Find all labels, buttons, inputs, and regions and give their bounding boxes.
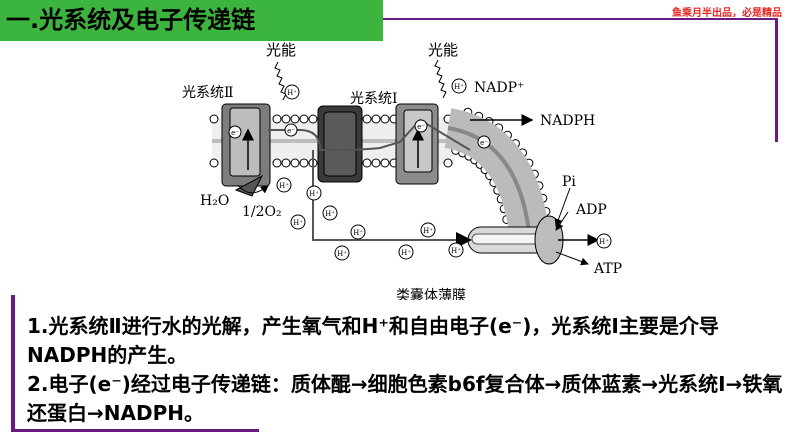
atp-synthase — [443, 108, 600, 265]
cytochrome-b6f — [317, 105, 363, 183]
label-oxygen: 1/2O₂ — [242, 204, 282, 220]
proton-marker — [448, 242, 464, 258]
proton-marker — [350, 224, 366, 240]
membrane-bead — [272, 114, 282, 124]
membrane-bead — [281, 158, 291, 168]
proton-marker-label: H⁺ — [287, 89, 297, 97]
electron-marker-4: e⁻ — [480, 139, 488, 147]
proton-marker-label: H⁺ — [337, 250, 347, 258]
section-title: 一.光系统及电子传递链 — [6, 6, 256, 34]
membrane-bead — [299, 158, 309, 168]
membrane-bead — [299, 114, 309, 124]
proton-marker-label: H⁺ — [599, 238, 609, 246]
brand-slogan: 鱼乘月半出品，必是精品 — [672, 8, 782, 19]
proton-marker — [451, 78, 467, 94]
proton-marker — [322, 205, 338, 221]
frame-line-bottom — [11, 429, 259, 432]
photosystem-diagram: H⁺H⁺H⁺H⁺H⁺H⁺H⁺H⁺H⁺H⁺H⁺H⁺ e⁻ e⁻ e⁻ e⁻ 光能 … — [182, 41, 622, 300]
label-photosystem-ii: 光系统Ⅱ — [182, 85, 234, 101]
note-1: 1.光系统Ⅱ进行水的光解，产生氧气和H⁺和自由电子(e⁻)，光系统Ⅰ主要是介导N… — [27, 314, 719, 367]
label-membrane: 类囊体薄膜 — [396, 287, 466, 300]
light-wave-left — [274, 61, 287, 101]
electron-marker-1: e⁻ — [231, 129, 239, 137]
proton-marker — [420, 222, 436, 238]
membrane-bead — [443, 158, 453, 168]
proton-marker — [306, 185, 322, 201]
proton-marker — [284, 84, 300, 100]
proton-marker-label: H⁺ — [451, 247, 461, 255]
frame-line-top — [383, 18, 777, 20]
membrane-bead — [290, 114, 300, 124]
photosystem-ii — [221, 103, 271, 197]
label-photosystem-i: 光系统Ⅰ — [350, 91, 398, 107]
membrane-bead — [362, 158, 372, 168]
proton-flow — [312, 150, 472, 248]
membrane-bead — [380, 114, 390, 124]
water-split-arrow — [237, 184, 269, 194]
proton-marker-label: H⁺ — [401, 249, 411, 257]
proton-marker-label: H⁺ — [309, 190, 319, 198]
membrane-bead — [371, 114, 381, 124]
proton-marker — [276, 177, 292, 193]
label-atp: ATP — [593, 261, 622, 277]
electron-markers: e⁻ e⁻ e⁻ e⁻ — [228, 119, 491, 149]
proton-marker-label: H⁺ — [293, 219, 303, 227]
proton-marker — [596, 233, 612, 249]
membrane-bead — [371, 158, 381, 168]
proton-marker-label: H⁺ — [279, 182, 289, 190]
proton-marker-label: H⁺ — [454, 83, 464, 91]
label-pi: Pi — [562, 174, 576, 190]
label-nadph: NADPH — [540, 113, 595, 129]
label-adp: ADP — [575, 202, 607, 218]
label-light-right: 光能 — [428, 41, 458, 59]
proton-marker — [290, 214, 306, 230]
frame-line-right — [775, 18, 778, 142]
label-water: H₂O — [200, 193, 229, 209]
proton-marker-label: H⁺ — [353, 229, 363, 237]
membrane-bead — [281, 114, 291, 124]
proton-markers: H⁺ H⁺ H⁺ H⁺ H⁺ H⁺ H⁺ H⁺ H⁺ H⁺ H⁺ H⁺ — [276, 78, 612, 261]
label-nadp-plus: NADP⁺ — [474, 80, 524, 96]
proton-marker-label: H⁺ — [325, 210, 335, 218]
electron-marker-3: e⁻ — [417, 123, 425, 131]
membrane-bead — [362, 114, 372, 124]
proton-marker — [398, 244, 414, 260]
light-wave-right — [434, 59, 447, 99]
electron-marker-2: e⁻ — [287, 127, 295, 135]
pi-arrow — [554, 187, 571, 227]
explanation-notes: 1.光系统Ⅱ进行水的光解，产生氧气和H⁺和自由电子(e⁻)，光系统Ⅰ主要是介导N… — [27, 312, 787, 428]
proton-marker-label: H⁺ — [423, 227, 433, 235]
membrane-bead — [272, 158, 282, 168]
adp-arrow — [555, 211, 569, 231]
label-light-left: 光能 — [266, 41, 296, 59]
atp-arrow — [555, 251, 589, 266]
photosystem-i — [395, 103, 439, 185]
membrane-bead — [290, 158, 300, 168]
title-bar: 一.光系统及电子传递链 — [0, 0, 383, 41]
frame-line-left — [11, 295, 15, 431]
note-2: 2.电子(e⁻)经过电子传递链：质体醌→细胞色素b6f复合体→质体蓝素→光系统Ⅰ… — [27, 372, 783, 425]
membrane-bead — [380, 158, 390, 168]
membrane-bead — [209, 114, 219, 124]
proton-marker — [334, 245, 350, 261]
membrane-bead — [209, 158, 219, 168]
membrane-bead — [308, 114, 318, 124]
electron-flow — [268, 118, 471, 151]
